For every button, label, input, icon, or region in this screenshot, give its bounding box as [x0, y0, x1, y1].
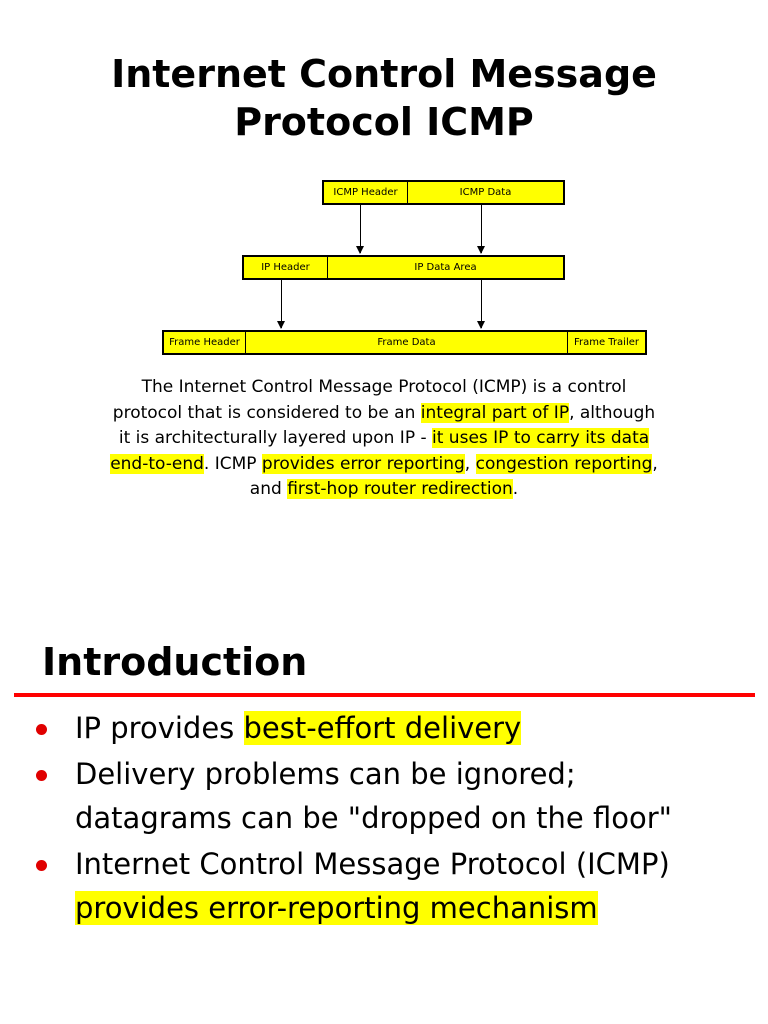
- frame-header-cell: Frame Header: [164, 332, 246, 353]
- slide-title: Internet Control Message Protocol ICMP: [0, 50, 768, 146]
- icmp-data-cell: ICMP Data: [459, 187, 512, 198]
- frame-box: Frame Header Frame Data Frame Trailer: [162, 330, 647, 355]
- ip-header-cell: IP Header: [244, 257, 328, 278]
- description-text-2: , although it is architecturally layered…: [118, 402, 656, 449]
- frame-data-cell: Frame Data: [246, 332, 568, 353]
- arrow-ip-header-down: [277, 280, 285, 329]
- arrow-ip-data-down: [477, 280, 485, 329]
- bullet-item: Internet Control Message Protocol (ICMP)…: [0, 842, 768, 930]
- icmp-description: The Internet Control Message Protocol (I…: [110, 375, 658, 503]
- description-text-4: ,: [464, 453, 476, 474]
- bullet-list: IP provides best-effort delivery Deliver…: [0, 706, 768, 932]
- bullet-dot-icon: [36, 770, 47, 781]
- bullet-text-line-2: datagrams can be "dropped on the floor": [75, 801, 673, 835]
- description-text-6: .: [512, 479, 519, 499]
- icmp-message-box: ICMP Header ICMP Data: [322, 180, 565, 205]
- bullet-dot-icon: [36, 724, 47, 735]
- bullet-dot-icon: [36, 860, 47, 871]
- description-text-1: The Internet Control Message Protocol (I…: [112, 377, 627, 423]
- section-divider: [14, 693, 755, 697]
- bullet-item: IP provides best-effort delivery: [0, 706, 768, 750]
- slide-title-line-2: Protocol ICMP: [234, 100, 534, 144]
- ip-datagram-box: IP Header IP Data Area: [242, 255, 565, 280]
- description-text-5: , and: [249, 453, 658, 500]
- bullet-text-line-1: Delivery problems can be ignored;: [75, 757, 576, 791]
- highlight-first-hop-redirection: first-hop router redirection: [287, 479, 513, 499]
- bullet-highlight: provides error-reporting mechanism: [75, 891, 598, 925]
- bullet-text-line-1: Internet Control Message Protocol (ICMP): [75, 847, 670, 881]
- bullet-text: IP provides: [75, 711, 244, 745]
- bullet-highlight: best-effort delivery: [243, 711, 522, 745]
- arrow-icmp-data-down: [477, 205, 485, 254]
- highlight-error-reporting: provides error reporting: [261, 453, 465, 474]
- arrow-icmp-header-down: [356, 205, 364, 254]
- ip-data-area-cell: IP Data Area: [414, 262, 477, 273]
- bullet-item: Delivery problems can be ignored; datagr…: [0, 752, 768, 840]
- slide-title-line-1: Internet Control Message: [111, 52, 657, 96]
- highlight-integral-part: integral part of IP: [420, 402, 570, 423]
- highlight-congestion-reporting: congestion reporting: [475, 453, 653, 474]
- description-text-3: . ICMP: [203, 453, 262, 474]
- frame-trailer-cell: Frame Trailer: [573, 337, 640, 348]
- icmp-header-cell: ICMP Header: [324, 182, 408, 203]
- section-title: Introduction: [42, 640, 308, 684]
